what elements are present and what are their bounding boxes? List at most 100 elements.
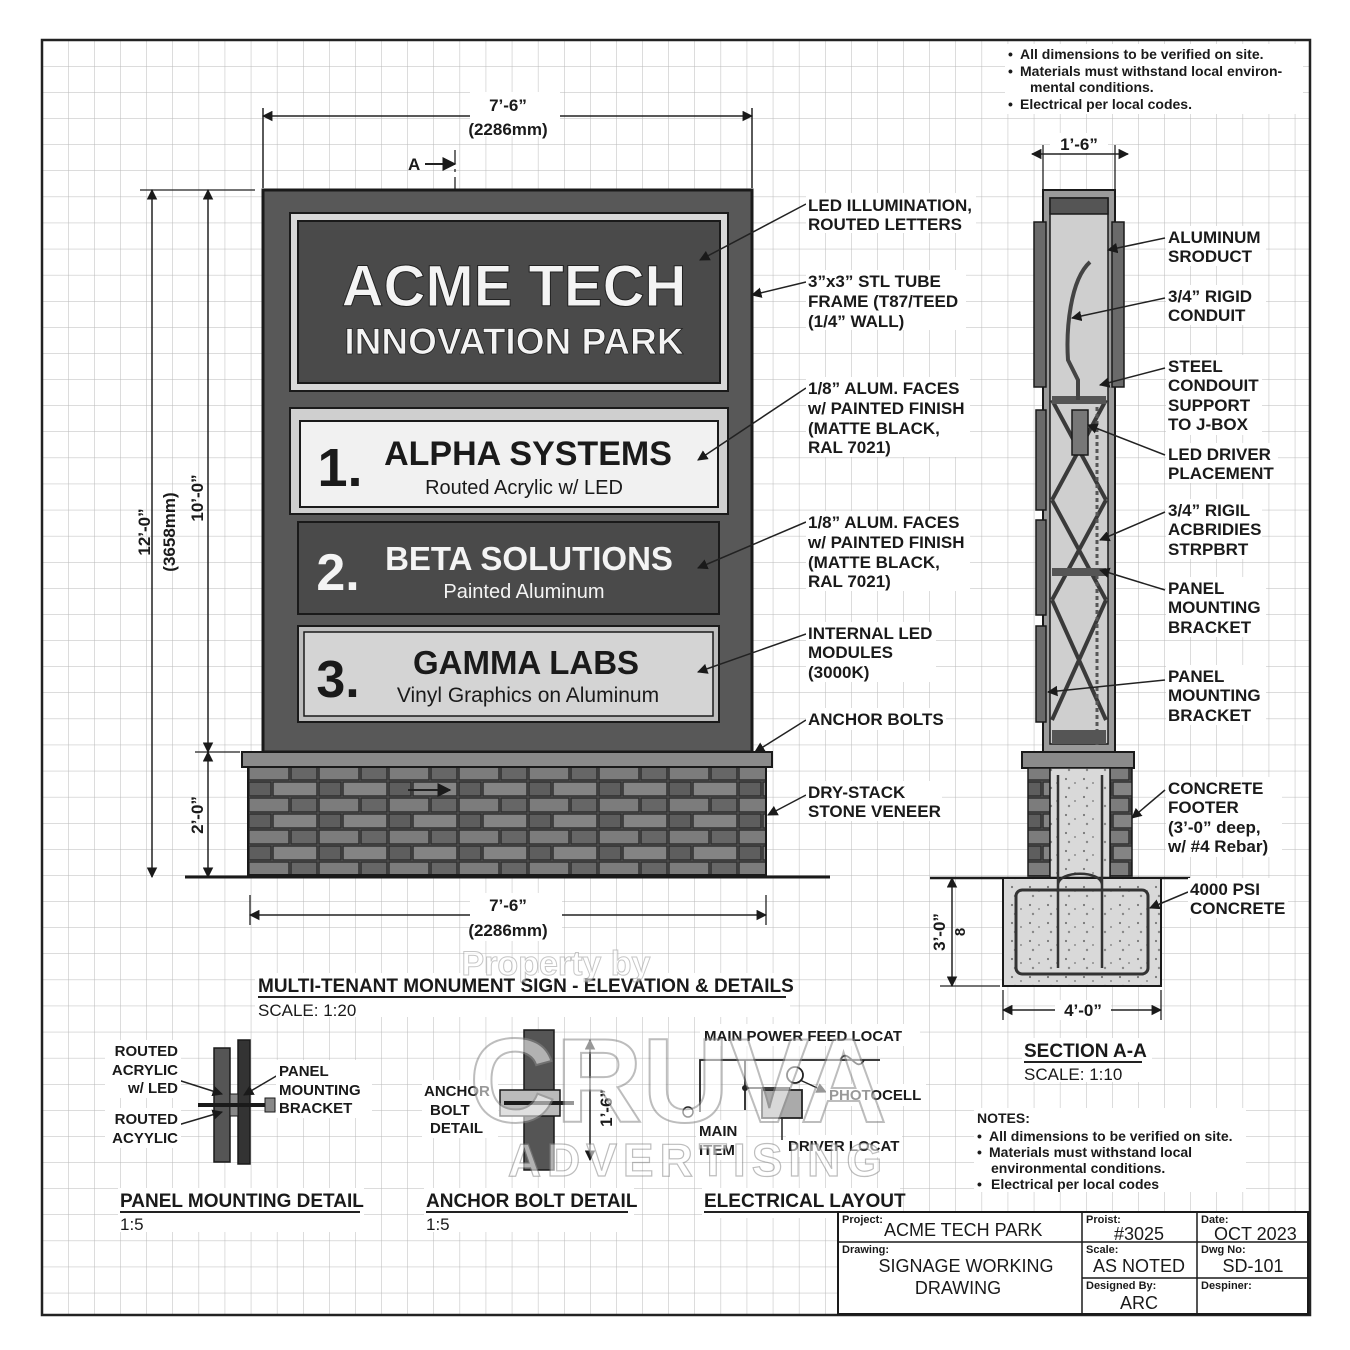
svg-text:BOLT: BOLT	[430, 1102, 470, 1119]
tb-drawing-2: DRAWING	[915, 1278, 1001, 1298]
tenant-2-name: BETA SOLUTIONS	[385, 540, 673, 577]
tenant-panel-3	[303, 631, 714, 717]
svg-text:INTERNAL LED: INTERNAL LED	[808, 624, 932, 643]
elevation-title: MULTI-TENANT MONUMENT SIGN - ELEVATION &…	[258, 976, 794, 997]
top-note-4: Electrical per local codes.	[1020, 96, 1192, 112]
title-block: Project: ACME TECH PARK Proist: #3025 Da…	[837, 1211, 1309, 1315]
elev-top-width: 7’-6”	[489, 96, 527, 115]
elev-bottom-width: 7’-6”	[489, 896, 527, 915]
svg-text:STRPBRT: STRPBRT	[1168, 540, 1249, 559]
base-cap	[241, 751, 773, 768]
svg-text:ACRYLIC: ACRYLIC	[112, 1062, 178, 1079]
elevation-scale: SCALE: 1:20	[258, 1001, 356, 1020]
svg-text:PANEL: PANEL	[1168, 579, 1224, 598]
svg-text:Despiner:: Despiner:	[1201, 1280, 1252, 1292]
svg-text:CRUVA: CRUVA	[469, 1014, 887, 1148]
svg-text:Electrical per local codes: Electrical per local codes	[991, 1176, 1159, 1192]
svg-text:Designed By:: Designed By:	[1086, 1280, 1156, 1292]
header-panel	[297, 220, 721, 384]
svg-text:CONCRETE: CONCRETE	[1168, 779, 1263, 798]
section-callouts: ALUMINUM SRODUCT 3/4” RIGID CONDUIT STEE…	[1046, 226, 1288, 918]
elev-top-width-mm: (2286mm)	[468, 120, 547, 139]
svg-text:RAL 7021): RAL 7021)	[808, 572, 891, 591]
svg-text:(MATTE BLACK,: (MATTE BLACK,	[808, 419, 940, 438]
svg-text:ANCHOR: ANCHOR	[424, 1083, 490, 1100]
svg-text:(1/4” WALL): (1/4” WALL)	[808, 312, 904, 331]
svg-text:LED DRIVER: LED DRIVER	[1168, 445, 1271, 464]
tb-designed-by: ARC	[1120, 1293, 1158, 1313]
panel-detail-title: PANEL MOUNTING DETAIL	[120, 1191, 364, 1212]
tb-scale: AS NOTED	[1093, 1256, 1185, 1276]
elevation-callouts: LED ILLUMINATION, ROUTED LETTERS 3”x3” S…	[697, 193, 976, 821]
elev-base-height: 2’-0”	[188, 796, 207, 834]
svg-text:ITEM: ITEM	[699, 1142, 735, 1159]
tenant-3-name: GAMMA LABS	[413, 644, 639, 681]
svg-text:SUPPORT: SUPPORT	[1168, 396, 1251, 415]
svg-text:ACYYLIC: ACYYLIC	[112, 1130, 178, 1147]
anchor-detail-title: ANCHOR BOLT DETAIL	[426, 1191, 638, 1212]
top-note-1: All dimensions to be verified on site.	[1020, 46, 1264, 62]
svg-text:•: •	[977, 1176, 982, 1192]
tenant-3-sub: Vinyl Graphics on Aluminum	[397, 684, 659, 707]
elev-total-height: 12’-0”	[135, 508, 154, 555]
section-footer-width: 4’-0”	[1064, 1001, 1102, 1020]
tb-project-number: #3025	[1114, 1224, 1164, 1244]
stone-base	[247, 766, 767, 876]
section-footer-mark: 8	[952, 928, 969, 936]
svg-text:•: •	[977, 1128, 982, 1144]
svg-text:environmental conditions.: environmental conditions.	[991, 1160, 1165, 1176]
driver-box	[761, 1089, 803, 1119]
svg-text:Drawing:: Drawing:	[842, 1244, 889, 1256]
svg-text:ROUTED: ROUTED	[115, 1111, 179, 1128]
svg-text:3”x3” STL TUBE: 3”x3” STL TUBE	[808, 272, 941, 291]
svg-text:TO J-BOX: TO J-BOX	[1168, 415, 1249, 434]
tenant-3-number: 3.	[316, 651, 359, 709]
svg-text:3/4” RIGID: 3/4” RIGID	[1168, 287, 1252, 306]
svg-text:(3000K): (3000K)	[808, 663, 869, 682]
watermark: Property by CRUVA ADVERTISING	[461, 945, 888, 1187]
elev-cabinet-height: 10’-0”	[188, 474, 207, 521]
svg-text:PANEL: PANEL	[1168, 667, 1224, 686]
svg-text:ADVERTISING: ADVERTISING	[508, 1134, 888, 1186]
svg-text:3/4” RIGIL: 3/4” RIGIL	[1168, 501, 1250, 520]
svg-text:•: •	[1008, 63, 1013, 79]
svg-text:Dwg No:: Dwg No:	[1201, 1244, 1246, 1256]
header-line-1: ACME TECH	[342, 254, 687, 319]
top-notes: •All dimensions to be verified on site. …	[1005, 44, 1303, 114]
svg-text:CONDUIT: CONDUIT	[1168, 306, 1246, 325]
svg-text:Materials must withstand local: Materials must withstand local	[989, 1144, 1192, 1160]
svg-text:MODULES: MODULES	[808, 643, 893, 662]
concrete-footer	[1002, 877, 1162, 987]
tb-date: OCT 2023	[1214, 1224, 1297, 1244]
svg-text:FRAME (T87/TEED: FRAME (T87/TEED	[808, 292, 958, 311]
svg-text:All dimensions to be verified: All dimensions to be verified on site.	[989, 1128, 1233, 1144]
svg-text:DRY-STACK: DRY-STACK	[808, 783, 906, 802]
svg-text:BRACKET: BRACKET	[1168, 618, 1252, 637]
svg-text:w/ PAINTED FINISH: w/ PAINTED FINISH	[807, 533, 964, 552]
svg-text:ANCHOR BOLTS: ANCHOR BOLTS	[808, 710, 944, 729]
bottom-notes: NOTES: •All dimensions to be verified on…	[974, 1108, 1246, 1192]
svg-text:PLACEMENT: PLACEMENT	[1168, 464, 1274, 483]
tenant-1-name: ALPHA SYSTEMS	[384, 435, 672, 473]
tb-dwg-no: SD-101	[1222, 1256, 1283, 1276]
tenant-panel-1	[299, 420, 719, 508]
svg-text:MOUNTING: MOUNTING	[1168, 598, 1261, 617]
elevation-view: 7’-6” (2286mm) A ACME TECH INNOVATION PA…	[135, 92, 976, 1020]
elev-total-height-mm: (3658mm)	[160, 492, 179, 571]
svg-text:CONDOUIT: CONDOUIT	[1168, 376, 1259, 395]
svg-text:w/ #4 Rebar): w/ #4 Rebar)	[1167, 837, 1268, 856]
svg-text:ACBRIDIES: ACBRIDIES	[1168, 520, 1262, 539]
svg-text:ALUMINUM: ALUMINUM	[1168, 228, 1261, 247]
panel-detail-scale: 1:5	[120, 1215, 144, 1234]
svg-text:MAIN POWER FEED LOCAT: MAIN POWER FEED LOCAT	[704, 1028, 902, 1045]
svg-text:1/8” ALUM. FACES: 1/8” ALUM. FACES	[808, 379, 959, 398]
svg-text:RAL 7021): RAL 7021)	[808, 438, 891, 457]
svg-text:Property by: Property by	[462, 945, 651, 983]
tenant-1-number: 1.	[317, 438, 362, 498]
svg-text:Date:: Date:	[1201, 1214, 1229, 1226]
svg-text:ROUTED LETTERS: ROUTED LETTERS	[808, 215, 962, 234]
section-scale: SCALE: 1:10	[1024, 1065, 1122, 1084]
section-view: 1’-6” 3’-0” 8 4’-0”	[930, 133, 1288, 1084]
svg-text:BRACKET: BRACKET	[1168, 706, 1252, 725]
section-marker: A	[408, 155, 420, 174]
